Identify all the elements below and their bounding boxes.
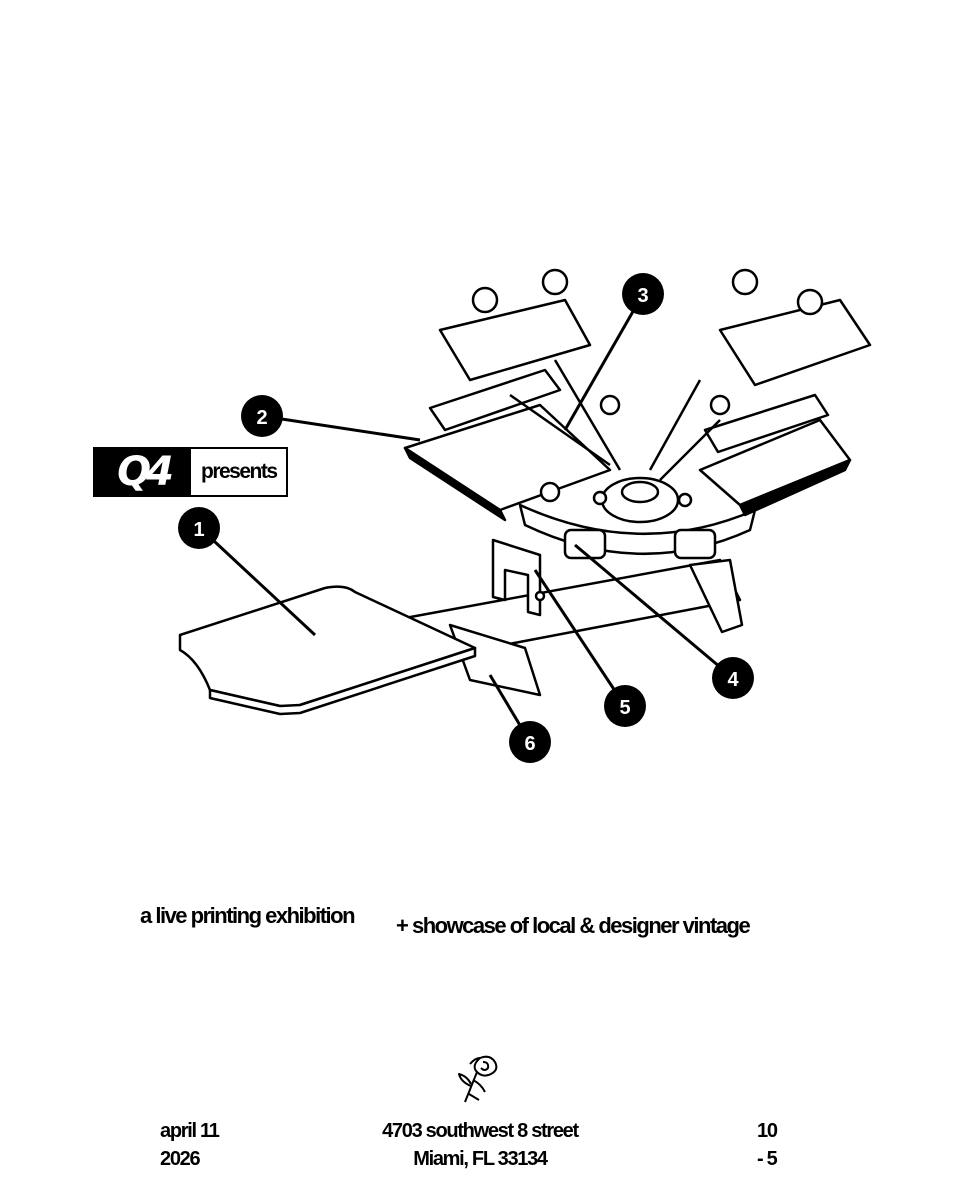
hinge-right xyxy=(673,528,717,560)
tagline-part1: a live printing exhibition xyxy=(140,903,356,928)
callout-marker xyxy=(178,507,220,549)
callout-marker xyxy=(712,657,754,699)
tagline-part2: + showcase of local & designer vintage xyxy=(396,913,751,938)
hours-line2: - 5 xyxy=(757,1148,778,1170)
q4-logo-mark: Q4 xyxy=(95,449,191,495)
pallet-edge xyxy=(208,646,477,716)
event-hours: 10 - 5 xyxy=(757,1118,778,1174)
hinge-left xyxy=(563,528,607,560)
right-upper-clamp xyxy=(718,298,872,387)
callout-label: 1 xyxy=(193,519,204,541)
left-upper-clamp xyxy=(438,298,592,382)
callout-1: 1 xyxy=(178,507,220,549)
callout-2: 2 xyxy=(241,395,283,437)
q4-logo: Q4 presents xyxy=(93,447,288,497)
callout-3: 3 xyxy=(622,273,664,315)
callout-5: 5 xyxy=(604,685,646,727)
event-date: april 11 2026 xyxy=(160,1118,220,1174)
callout-label: 6 xyxy=(524,733,535,755)
pallet-platen xyxy=(178,585,477,709)
right-clamp xyxy=(703,393,830,454)
screen-printing-press-illustration: 1 2 3 4 5 6 xyxy=(178,268,872,763)
date-line1: april 11 xyxy=(160,1120,220,1142)
pallet-bracket xyxy=(448,623,542,697)
callout-label: 3 xyxy=(637,285,648,307)
callout-marker xyxy=(241,395,283,437)
rose-icon xyxy=(458,1055,498,1103)
rail-end xyxy=(688,558,744,634)
address-line2: Miami, FL 33134 xyxy=(413,1148,548,1170)
left-clamp xyxy=(428,368,562,432)
callout-marker xyxy=(622,273,664,315)
callout-label: 4 xyxy=(727,669,739,691)
left-arm-frame xyxy=(403,403,612,512)
callouts: 1 2 3 4 5 6 xyxy=(178,273,754,763)
callout-6: 6 xyxy=(509,721,551,763)
callout-label: 2 xyxy=(256,407,267,429)
callout-4: 4 xyxy=(712,657,754,699)
date-line2: 2026 xyxy=(160,1148,201,1170)
callout-marker xyxy=(509,721,551,763)
hours-line1: 10 xyxy=(757,1120,778,1142)
event-address: 4703 southwest 8 street Miami, FL 33134 xyxy=(330,1118,630,1174)
callout-marker xyxy=(604,685,646,727)
presents-text: presents xyxy=(201,460,278,483)
address-line1: 4703 southwest 8 street xyxy=(382,1120,579,1142)
callout-label: 5 xyxy=(619,697,630,719)
